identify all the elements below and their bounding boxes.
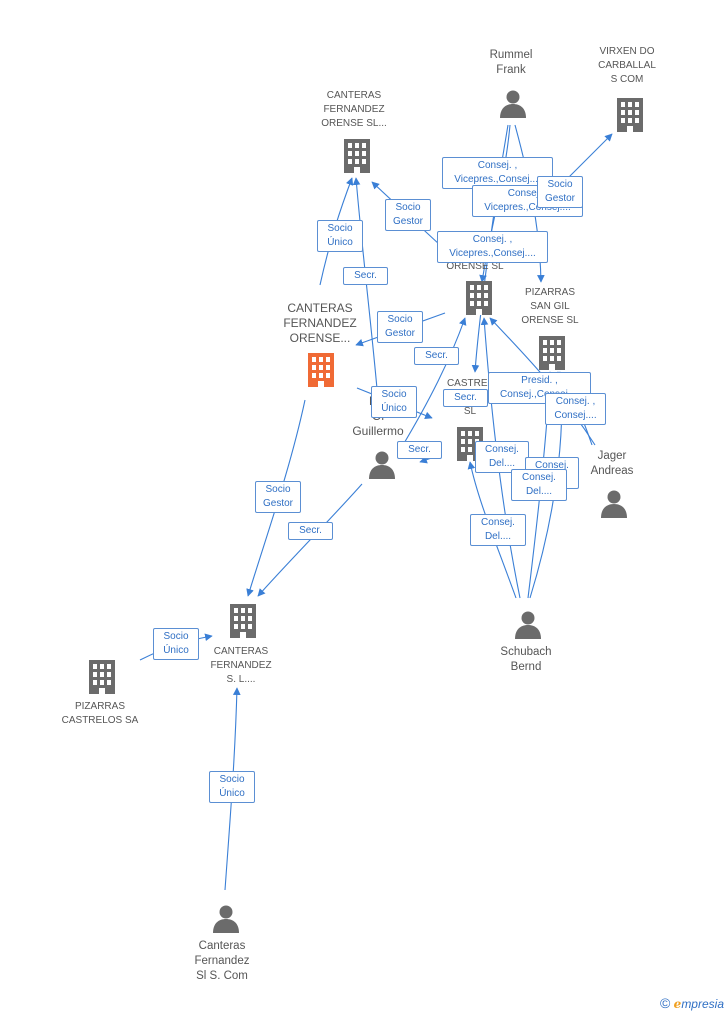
label-canteras-fo-sl: CANTERAS FERNANDEZ ORENSE SL... bbox=[321, 90, 387, 129]
edge-label-consej-3[interactable]: Consej. , Vicepres.,Consej.... bbox=[437, 231, 548, 263]
label-rummel: Rummel Frank bbox=[489, 49, 533, 76]
node-pizarras-sangil-building-icon[interactable] bbox=[536, 336, 568, 370]
empresia-brand: © empresia bbox=[660, 995, 724, 1011]
edge-label-secr-5[interactable]: Secr. bbox=[288, 522, 333, 540]
node-canteras-fo-sl-building-icon[interactable] bbox=[341, 139, 373, 173]
edge-rummel-virxen bbox=[567, 133, 613, 179]
edge-label-secr-2[interactable]: Secr. bbox=[414, 347, 459, 365]
edge-label-consej-4[interactable]: Consej. , Consej.... bbox=[545, 393, 606, 425]
node-castrelos-orense-building-icon[interactable] bbox=[463, 281, 495, 315]
edge-label-socio-gestor-2[interactable]: Socio Gestor bbox=[385, 199, 431, 231]
edge-label-socio-unico-4[interactable]: Socio Único bbox=[209, 771, 255, 803]
copyright-icon: © bbox=[660, 995, 671, 1011]
edge-label-socio-gestor-3[interactable]: Socio Gestor bbox=[377, 311, 423, 343]
edge-label-secr-4[interactable]: Secr. bbox=[397, 441, 442, 459]
node-rummel-person-icon[interactable] bbox=[498, 88, 528, 118]
label-schubach: Schubach Bernd bbox=[500, 646, 552, 673]
node-virxen-building-icon[interactable] bbox=[614, 98, 646, 132]
label-virxen: VIRXEN DO CARBALLAL S COM bbox=[598, 46, 656, 85]
label-canteras-fo-main: CANTERAS FERNANDEZ ORENSE... bbox=[283, 301, 357, 345]
node-fru-guillermo-person-icon[interactable] bbox=[367, 449, 397, 479]
edge-label-socio-unico-3[interactable]: Socio Único bbox=[153, 628, 199, 660]
edge-label-secr-1[interactable]: Secr. bbox=[343, 267, 388, 285]
node-pizarras-castrelos-building-icon[interactable] bbox=[86, 660, 118, 694]
edge-label-socio-gestor-4[interactable]: Socio Gestor bbox=[255, 481, 301, 513]
edge-label-presid[interactable]: Presid. , Consej.,Consej.... bbox=[488, 372, 591, 404]
brand-rest: mpresia bbox=[681, 997, 724, 1011]
brand-e: e bbox=[673, 997, 682, 1011]
label-pizarras-castrelos: PIZARRAS CASTRELOS SA bbox=[61, 701, 139, 726]
label-canteras-fsl: CANTERAS FERNANDEZ S. L.... bbox=[210, 646, 272, 685]
label-canteras-com: Canteras Fernandez Sl S. Com bbox=[194, 940, 250, 982]
edge-label-secr-3[interactable]: Secr. bbox=[443, 389, 488, 407]
label-castrelos-orense: ORENSE SL bbox=[446, 261, 504, 272]
edge-label-socio-gestor-1[interactable]: Socio Gestor bbox=[537, 176, 583, 208]
node-schubach-person-icon[interactable] bbox=[513, 609, 543, 639]
edge-label-consej-del-3[interactable]: Consej. Del.... bbox=[511, 469, 567, 501]
edge-fru-castrelos bbox=[399, 317, 467, 451]
node-castrel-el-sl-building-icon[interactable] bbox=[454, 427, 486, 461]
edge-label-socio-unico-1[interactable]: Socio Único bbox=[317, 220, 363, 252]
node-canteras-fo-main-building-icon[interactable] bbox=[305, 353, 337, 387]
edge-label-socio-unico-2[interactable]: Socio Único bbox=[371, 386, 417, 418]
node-canteras-fsl-building-icon[interactable] bbox=[227, 604, 259, 638]
edge-label-consej-del-4[interactable]: Consej. Del.... bbox=[470, 514, 526, 546]
label-pizarras-sangil: PIZARRAS SAN GIL ORENSE SL bbox=[521, 287, 579, 326]
node-canteras-com-person-icon[interactable] bbox=[211, 903, 241, 933]
node-jager-person-icon[interactable] bbox=[599, 488, 629, 518]
edge-label-consej-1[interactable]: Consej. , Vicepres.,Consej.... bbox=[442, 157, 553, 189]
edge-fru-fsl bbox=[257, 483, 363, 597]
edge-fru-canteras-fo bbox=[352, 177, 379, 401]
label-jager: Jager Andreas bbox=[590, 450, 634, 477]
